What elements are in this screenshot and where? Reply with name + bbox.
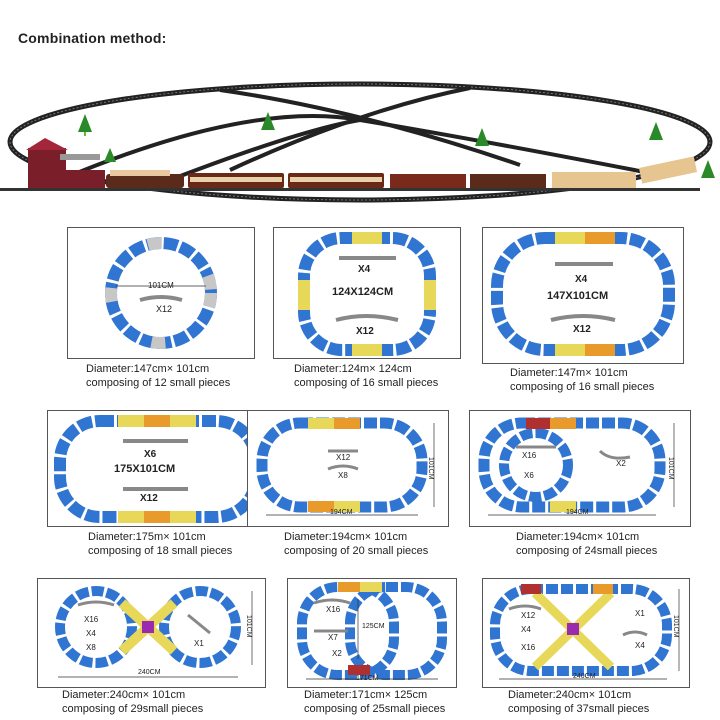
- layout-panel-3: X4 147X101CM X12: [482, 227, 684, 364]
- dimension-label: 101CM: [148, 281, 174, 290]
- piece-count: X12: [156, 304, 173, 314]
- caption-5: Diameter:194cm× 101cm composing of 20 sm…: [284, 531, 429, 557]
- caption-7: Diameter:240cm× 101cm composing of 29sma…: [62, 689, 204, 715]
- layout-panel-6: X16 X6 X2 194CM 101CM: [469, 410, 691, 527]
- caption-9: Diameter:240cm× 101cm composing of 37sma…: [508, 689, 650, 715]
- caption-8: Diameter:171cm× 125cm composing of 25sma…: [304, 689, 446, 715]
- layout-panel-7: X16 X4 X8 X1 240CM 101CM: [37, 578, 266, 688]
- caption-2: Diameter:124m× 124cm composing of 16 sma…: [294, 363, 439, 389]
- layout-panel-8: X16 X7 X2 125CM 171CM: [287, 578, 457, 688]
- layout-panel-9: X12 X4 X16 X1 X4 240CM 101CM: [482, 578, 690, 688]
- layout-panel-2: X4 124X124CM X12: [273, 227, 461, 359]
- page-title: Combination method:: [18, 30, 167, 46]
- hero-train-set-image: [0, 81, 715, 203]
- tree-icon: [78, 114, 92, 136]
- layout-panel-1: 101CM X12: [67, 227, 255, 359]
- layout-panel-5: X12 X8 194CM 101CM: [247, 410, 449, 527]
- caption-4: Diameter:175m× 101cm composing of 18 sma…: [88, 531, 233, 557]
- caption-1: Diameter:147cm× 101cm composing of 12 sm…: [86, 363, 231, 389]
- caption-6: Diameter:194cm× 101cm composing of 24sma…: [516, 531, 658, 557]
- caption-3: Diameter:147m× 101cm composing of 16 sma…: [510, 367, 655, 393]
- layout-panel-4: X6 175X101CM X12: [47, 410, 268, 527]
